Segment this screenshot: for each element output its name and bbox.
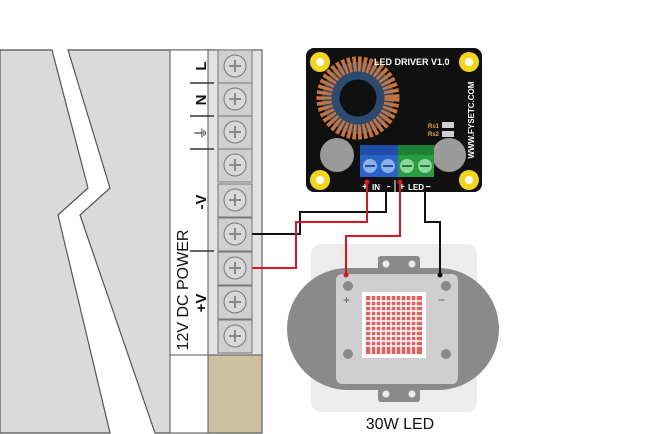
led-terminal-block — [398, 145, 434, 177]
driver-title: LED DRIVER V1.0 — [374, 57, 450, 67]
power-supply-housing-left — [0, 49, 111, 434]
power-supply-label: 12V DC POWER — [175, 230, 192, 351]
led-minus-mark: − — [438, 293, 445, 307]
led-plus-mark: + — [343, 293, 350, 307]
terminal-screw-ground — [217, 115, 253, 150]
wires — [252, 179, 443, 278]
capacitor-right — [432, 138, 466, 172]
led-module: + − 30W LED — [287, 244, 499, 433]
in-plus-label: + — [362, 182, 368, 193]
terminal-screws — [217, 49, 253, 354]
wire-psu-negative-to-in-negative — [252, 180, 387, 235]
input-terminal-block — [360, 145, 398, 177]
resistor-rs1 — [442, 122, 454, 128]
terminal-label-positive: +V — [193, 294, 210, 313]
terminal-screw-pos-3 — [217, 319, 253, 354]
terminal-label-n: N — [193, 95, 210, 106]
terminal-label-l: L — [193, 61, 210, 70]
led-label: LED — [408, 183, 424, 192]
led-plus-label: + — [399, 182, 405, 193]
led-driver-board: Rs1 Rs2 LED DRIVER V1.0 WWW.FYSETC.COM +… — [306, 48, 482, 193]
terminal-screw-l — [217, 49, 253, 84]
mount-hole-top-left — [310, 52, 330, 72]
terminal-legend: + IN − + LED − — [357, 179, 437, 193]
wire-led-negative — [424, 180, 441, 275]
toroid-inductor — [316, 56, 400, 140]
led-tab-top — [378, 256, 420, 272]
resistor-rs2 — [442, 131, 454, 137]
led-minus-label: − — [425, 182, 431, 193]
in-label: IN — [372, 183, 380, 192]
led-tab-bottom — [378, 386, 420, 402]
terminal-label-dividers — [190, 82, 214, 252]
terminal-label-ground: ⏚ — [193, 126, 209, 140]
terminal-screw-neg-1 — [217, 148, 253, 183]
mounting-holes — [310, 52, 479, 190]
terminal-screw-neg-2 — [217, 183, 253, 218]
wire-psu-positive-to-in-positive — [252, 180, 368, 269]
led-caption: 30W LED — [366, 416, 434, 433]
terminal-screw-n — [217, 82, 253, 117]
terminal-screw-neg-3 — [217, 217, 253, 252]
led-emitter-grid — [366, 296, 422, 354]
resistor-label-rs2: Rs2 — [428, 132, 440, 138]
power-supply-label-panel — [169, 49, 215, 356]
terminal-label-negative: -V — [193, 195, 210, 210]
capacitor-left — [320, 138, 354, 172]
sense-resistors: Rs1 Rs2 — [428, 122, 454, 138]
mount-hole-bottom-left — [310, 170, 330, 190]
terminal-screw-pos-2 — [217, 285, 253, 320]
wire-led-positive — [345, 180, 401, 275]
resistor-label-rs1: Rs1 — [428, 124, 440, 130]
terminal-screw-pos-1 — [217, 251, 253, 286]
mount-hole-bottom-right — [459, 170, 479, 190]
mount-hole-top-right — [459, 52, 479, 72]
power-supply: L N ⏚ -V +V 12V DC POWER — [0, 49, 263, 434]
in-minus-label: − — [385, 182, 391, 193]
driver-brand: WWW.FYSETC.COM — [467, 81, 476, 158]
power-supply-label-panel-lower — [169, 354, 209, 434]
power-supply-base — [207, 354, 263, 434]
